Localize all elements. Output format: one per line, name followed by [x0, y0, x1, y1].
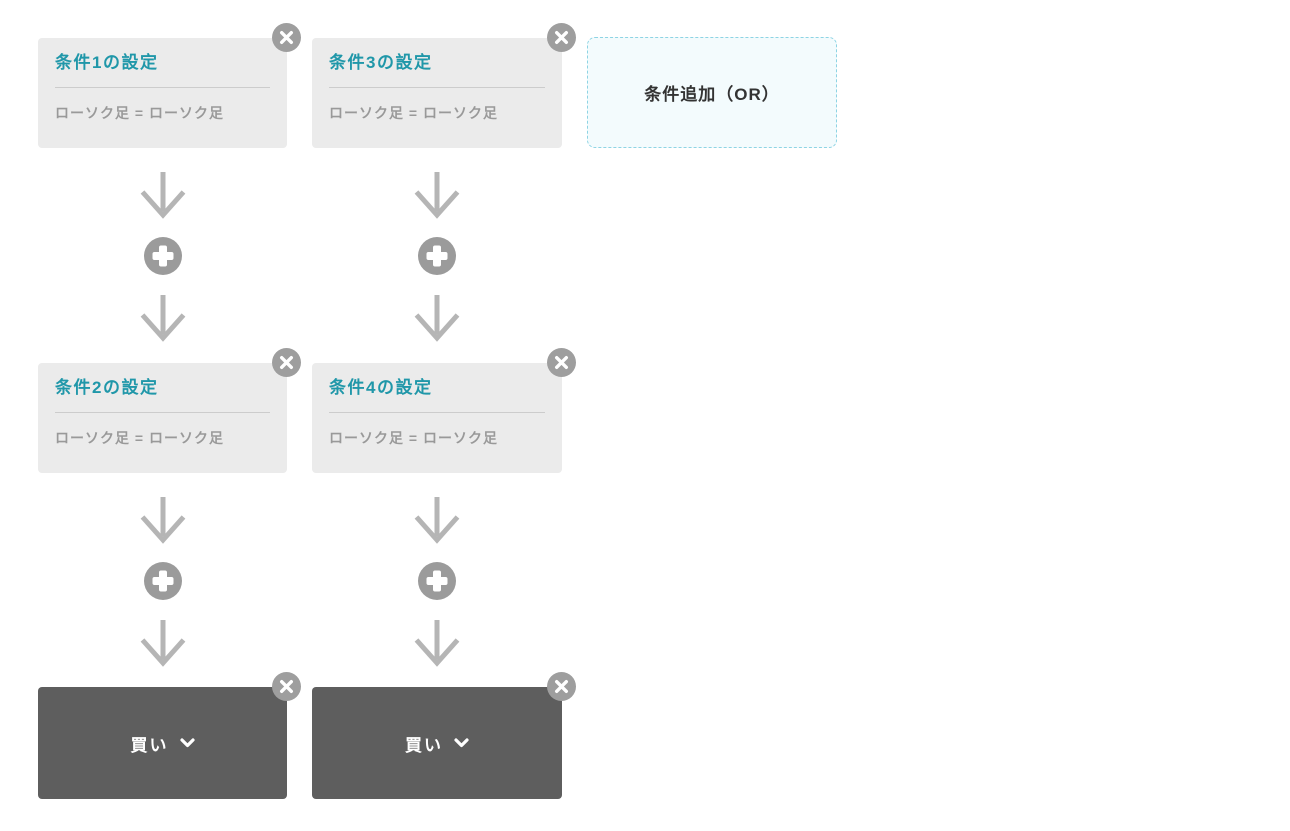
add-and-condition-button[interactable] [143, 237, 182, 275]
plus-icon [143, 562, 182, 600]
chevron-down-icon [179, 738, 195, 748]
remove-condition-1-button[interactable] [272, 23, 301, 52]
add-and-condition-button[interactable] [418, 237, 456, 275]
action-block-buy[interactable]: 買い [38, 672, 301, 799]
plus-icon [418, 237, 456, 275]
arrow-down-icon [414, 172, 460, 219]
action-label: 買い [130, 735, 169, 755]
condition-expression: ローソク足 = ローソク足 [55, 430, 224, 447]
arrow-down-icon [140, 172, 185, 219]
plus-icon [418, 562, 456, 600]
arrow-down-icon [414, 620, 460, 667]
arrow-down-icon [140, 295, 185, 342]
plus-icon [143, 237, 182, 275]
divider [55, 412, 270, 414]
condition-column-2: 条件3の設定 ローソク足 = ローソク足 条件4の設定 [312, 23, 576, 799]
arrow-down-icon [414, 497, 460, 544]
condition-card-title[interactable]: 条件3の設定 [329, 53, 433, 72]
arrow-down-icon [414, 295, 460, 342]
condition-card-2[interactable]: 条件2の設定 ローソク足 = ローソク足 [38, 348, 301, 473]
condition-card-4[interactable]: 条件4の設定 ローソク足 = ローソク足 [312, 348, 576, 473]
condition-expression: ローソク足 = ローソク足 [55, 105, 224, 122]
divider [55, 87, 270, 89]
condition-expression: ローソク足 = ローソク足 [329, 105, 498, 122]
condition-card-title[interactable]: 条件1の設定 [55, 53, 159, 72]
arrow-down-icon [140, 620, 185, 667]
action-label: 買い [405, 735, 443, 755]
close-icon [547, 348, 576, 377]
condition-card-title[interactable]: 条件2の設定 [55, 378, 159, 397]
remove-action-button[interactable] [547, 672, 576, 701]
close-icon [547, 672, 576, 701]
condition-card-1[interactable]: 条件1の設定 ローソク足 = ローソク足 [38, 23, 301, 148]
close-icon [272, 672, 301, 701]
remove-condition-4-button[interactable] [547, 348, 576, 377]
close-icon [547, 23, 576, 52]
add-and-condition-button[interactable] [418, 562, 456, 600]
action-block-buy[interactable]: 買い [312, 672, 576, 799]
arrow-down-icon [140, 497, 185, 544]
condition-expression: ローソク足 = ローソク足 [329, 430, 498, 447]
condition-column-1: 条件1の設定 ローソク足 = ローソク足 条件2の設定 [38, 23, 301, 799]
add-or-condition-button[interactable]: 条件追加（OR） [587, 37, 837, 148]
chevron-down-icon [454, 738, 469, 748]
remove-condition-2-button[interactable] [272, 348, 301, 377]
remove-action-button[interactable] [272, 672, 301, 701]
close-icon [272, 348, 301, 377]
add-and-condition-button[interactable] [143, 562, 182, 600]
condition-card-3[interactable]: 条件3の設定 ローソク足 = ローソク足 [312, 23, 576, 148]
divider [329, 412, 545, 414]
remove-condition-3-button[interactable] [547, 23, 576, 52]
close-icon [272, 23, 301, 52]
divider [329, 87, 545, 89]
condition-card-title[interactable]: 条件4の設定 [329, 378, 433, 397]
